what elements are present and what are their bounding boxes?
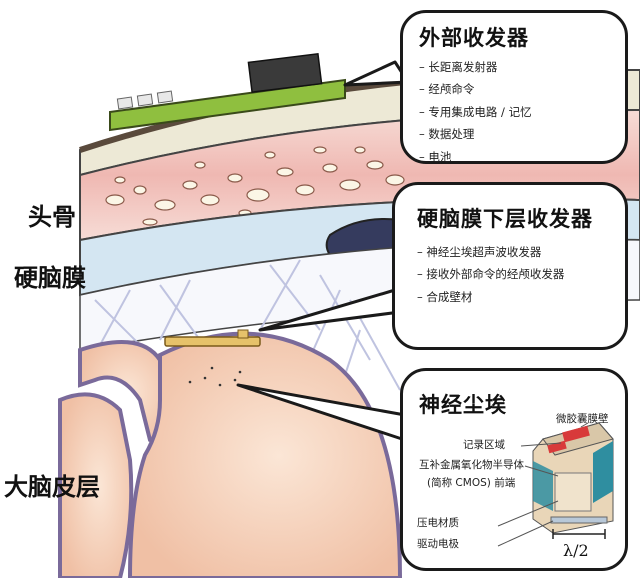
neural-dust-dots (188, 366, 242, 387)
neural-dust-device (497, 422, 614, 547)
capsule-wall-label: 微胶囊膜壁 (556, 413, 609, 425)
list-item: 经颅命令 (419, 78, 613, 100)
list-item: 长距离发射器 (419, 56, 613, 78)
subdural-transceiver-bubble: 硬脑膜下层收发器 神经尘埃超声波收发器 接收外部命令的经颅收发器 合成壁材 (392, 182, 628, 350)
recording-site-label: 记录区域 (463, 439, 505, 451)
external-transceiver-bubble: 外部收发器 长距离发射器 经颅命令 专用集成电路 / 记忆 数据处理 电池 (400, 10, 628, 164)
subdural-transceiver-list: 神经尘埃超声波收发器 接收外部命令的经颅收发器 合成壁材 (417, 241, 613, 308)
brain-cortex-left (58, 392, 134, 578)
skull-label: 头骨 (28, 203, 76, 231)
cortex-label: 大脑皮层 (4, 473, 100, 501)
piezo-label: 压电材质 (417, 517, 459, 529)
cmos-label-line1: 互补金属氧化物半导体 (419, 459, 524, 471)
cmos-label-line2: (简称 CMOS) 前端 (427, 477, 516, 489)
list-item: 专用集成电路 / 记忆 (419, 101, 613, 123)
list-item: 接收外部命令的经颅收发器 (417, 263, 613, 285)
neural-dust-bubble: 神经尘埃 微胶囊膜壁 记录区域 互补金属氧化物半导体 (简称 CMOS) 前端 … (400, 368, 628, 571)
external-bubble-tail (343, 60, 410, 87)
brain-cortex-main (127, 331, 403, 578)
external-transceiver-title: 外部收发器 (419, 26, 529, 50)
list-item: 合成壁材 (417, 286, 613, 308)
bone-pores (105, 146, 405, 226)
list-item: 电池 (419, 146, 613, 168)
external-components (116, 90, 174, 110)
external-transceiver-list: 长距离发射器 经颅命令 专用集成电路 / 记忆 数据处理 电池 (419, 56, 613, 168)
external-chip (247, 53, 323, 93)
neural-dust-title: 神经尘埃 (419, 393, 507, 417)
lambda-label: λ/2 (563, 541, 589, 560)
subdural-implant (164, 336, 261, 347)
subdural-transceiver-title: 硬脑膜下层收发器 (417, 207, 593, 231)
electrode-label: 驱动电极 (417, 538, 459, 550)
list-item: 数据处理 (419, 123, 613, 145)
dura-label: 硬脑膜 (14, 264, 86, 292)
list-item: 神经尘埃超声波收发器 (417, 241, 613, 263)
